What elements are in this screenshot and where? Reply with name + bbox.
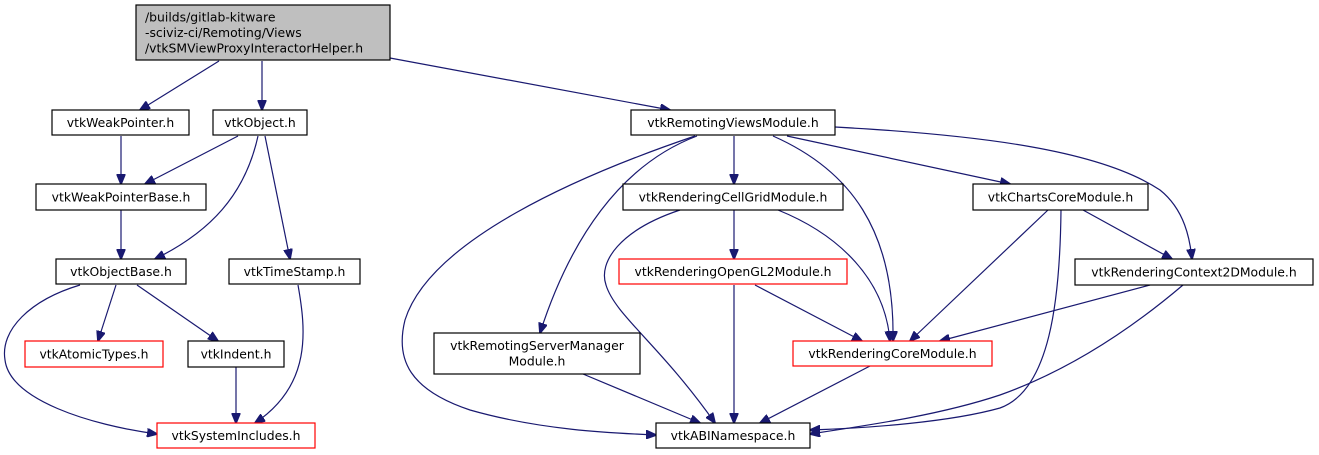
edge-remotingviews-to-chartscore (786, 135, 1010, 184)
node-box-objectbase[interactable] (55, 258, 187, 285)
node-label-cellgrid[interactable]: vtkRenderingCellGridModule.h (639, 189, 828, 204)
node-cellgrid[interactable]: vtkRenderingCellGridModule.h (622, 183, 844, 211)
edge-root-to-remotingviews (389, 57, 670, 110)
node-objectbase[interactable]: vtkObjectBase.h (55, 258, 187, 285)
node-box-weakptr[interactable] (51, 109, 190, 136)
nodes-layer: /builds/gitlab-kitware-sciviz-ci/Remotin… (24, 4, 1314, 449)
node-box-object[interactable] (212, 109, 308, 136)
node-chartscore[interactable]: vtkChartsCoreModule.h (972, 183, 1149, 211)
node-label-weakptrbase[interactable]: vtkWeakPointerBase.h (52, 189, 191, 204)
edge-objectbase-to-indent (136, 284, 218, 341)
node-remotingviews[interactable]: vtkRemotingViewsModule.h (630, 109, 836, 136)
edge-remotingviews-to-abi (401, 135, 696, 435)
edge-cellgrid-to-abi (603, 209, 715, 423)
node-box-renderingcore[interactable] (792, 340, 993, 367)
edge-timestamp-to-systemincludes (255, 284, 304, 423)
edges-layer (3, 57, 1192, 435)
node-box-context2d[interactable] (1074, 258, 1314, 286)
node-label-weakptr[interactable]: vtkWeakPointer.h (67, 115, 174, 130)
edge-chartscore-to-abi (810, 209, 1062, 430)
node-box-abi[interactable] (655, 422, 811, 449)
edge-cellgrid-to-renderingcore (777, 209, 890, 341)
node-label-opengl2[interactable]: vtkRenderingOpenGL2Module.h (635, 264, 832, 279)
edge-chartscore-to-context2d (1082, 209, 1172, 259)
node-weakptr[interactable]: vtkWeakPointer.h (51, 109, 190, 136)
node-box-cellgrid[interactable] (622, 183, 844, 211)
node-label-indent[interactable]: vtkIndent.h (201, 346, 272, 361)
edge-context2d-to-abi (810, 284, 1184, 434)
node-indent[interactable]: vtkIndent.h (187, 340, 285, 368)
node-label-root: /builds/gitlab-kitware (145, 9, 275, 24)
edge-opengl2-to-renderingcore (754, 284, 862, 341)
node-label-servermanager[interactable]: vtkRemotingServerManager (450, 338, 625, 353)
node-box-remotingviews[interactable] (630, 109, 836, 136)
node-box-weakptrbase[interactable] (35, 183, 207, 211)
node-box-root (135, 4, 391, 61)
node-label-timestamp[interactable]: vtkTimeStamp.h (244, 264, 346, 279)
edge-remotingviews-to-renderingcore (772, 135, 893, 341)
node-box-chartscore[interactable] (972, 183, 1149, 211)
node-label-objectbase[interactable]: vtkObjectBase.h (70, 264, 172, 279)
node-timestamp[interactable]: vtkTimeStamp.h (228, 258, 361, 285)
node-object[interactable]: vtkObject.h (212, 109, 308, 136)
edge-object-to-weakptrbase (145, 135, 239, 184)
node-box-servermanager[interactable] (433, 332, 641, 375)
node-renderingcore[interactable]: vtkRenderingCoreModule.h (792, 340, 993, 367)
edge-remotingviews-to-servermanager (540, 135, 698, 333)
node-atomictypes[interactable]: vtkAtomicTypes.h (24, 340, 164, 368)
edge-object-to-timestamp (264, 135, 290, 259)
node-box-indent[interactable] (187, 340, 285, 368)
node-label-object[interactable]: vtkObject.h (224, 115, 296, 130)
node-box-opengl2[interactable] (618, 258, 848, 285)
node-systemincludes[interactable]: vtkSystemIncludes.h (156, 422, 316, 449)
node-label-root: -sciviz-ci/Remoting/Views (145, 25, 302, 40)
node-label-renderingcore[interactable]: vtkRenderingCoreModule.h (808, 346, 976, 361)
edge-remotingviews-to-context2d (834, 126, 1192, 259)
edge-object-to-objectbase (155, 135, 259, 259)
node-label-context2d[interactable]: vtkRenderingContext2DModule.h (1091, 264, 1296, 279)
node-box-systemincludes[interactable] (156, 422, 316, 449)
node-opengl2[interactable]: vtkRenderingOpenGL2Module.h (618, 258, 848, 285)
node-context2d[interactable]: vtkRenderingContext2DModule.h (1074, 258, 1314, 286)
edge-context2d-to-renderingcore (940, 284, 1151, 341)
node-label-systemincludes[interactable]: vtkSystemIncludes.h (172, 428, 301, 443)
node-label-atomictypes[interactable]: vtkAtomicTypes.h (39, 346, 148, 361)
node-label-abi[interactable]: vtkABINamespace.h (671, 428, 796, 443)
node-abi[interactable]: vtkABINamespace.h (655, 422, 811, 449)
edge-servermanager-to-abi (582, 373, 700, 423)
node-box-timestamp[interactable] (228, 258, 361, 285)
node-label-chartscore[interactable]: vtkChartsCoreModule.h (988, 189, 1133, 204)
node-label-servermanager[interactable]: Module.h (509, 354, 566, 369)
node-weakptrbase[interactable]: vtkWeakPointerBase.h (35, 183, 207, 211)
edge-objectbase-to-systemincludes (3, 284, 157, 434)
edge-root-to-weakptr (140, 60, 220, 110)
node-label-root: /vtkSMViewProxyInteractorHelper.h (145, 40, 363, 55)
node-label-remotingviews[interactable]: vtkRemotingViewsModule.h (647, 115, 818, 130)
edge-chartscore-to-renderingcore (910, 209, 1049, 341)
edge-objectbase-to-atomictypes (98, 284, 117, 341)
node-root: /builds/gitlab-kitware-sciviz-ci/Remotin… (135, 4, 391, 61)
node-box-atomictypes[interactable] (24, 340, 164, 368)
edge-renderingcore-to-abi (760, 365, 871, 423)
